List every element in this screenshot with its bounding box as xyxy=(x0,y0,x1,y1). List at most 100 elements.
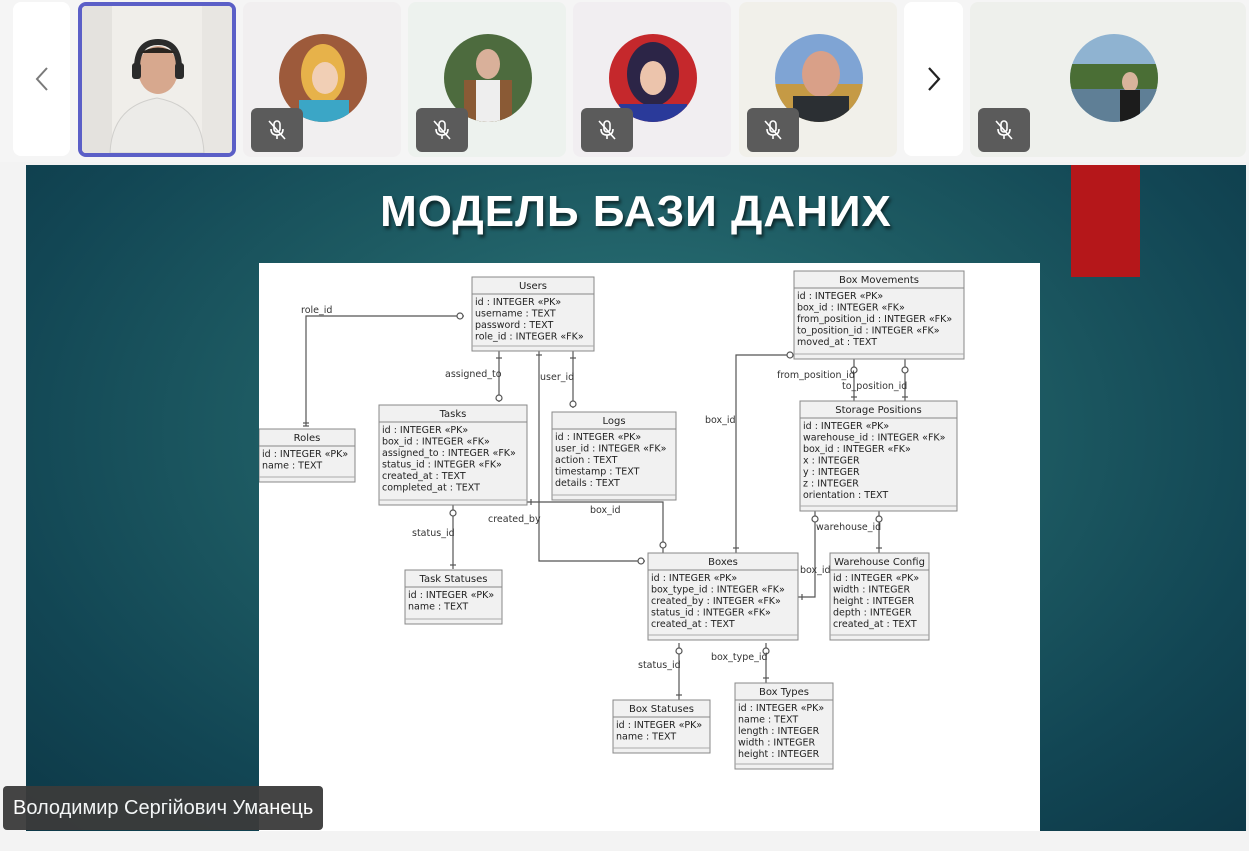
entity-field: warehouse_id : INTEGER «FK» xyxy=(803,433,946,444)
participant-tile-4[interactable] xyxy=(573,2,731,157)
shared-slide: МОДЕЛЬ БАЗИ ДАНИХ xyxy=(26,165,1246,831)
participant-strip xyxy=(0,0,1249,162)
mic-off-icon xyxy=(433,120,451,140)
entity-field: id : INTEGER «PK» xyxy=(382,425,468,436)
edge-label-to-position-id: to_position_id xyxy=(842,381,907,392)
entity-frame xyxy=(647,552,799,641)
entity-title: Roles xyxy=(294,433,321,444)
entity-field: status_id : INTEGER «FK» xyxy=(382,460,502,471)
mute-indicator xyxy=(747,108,799,152)
entity-title: Users xyxy=(519,281,547,292)
entity-title: Box Statuses xyxy=(629,704,694,715)
edge-label-status-id-boxes: status_id xyxy=(638,660,681,671)
entity-field: to_position_id : INTEGER «FK» xyxy=(797,326,940,337)
avatar xyxy=(444,34,532,122)
edge-label-assigned-to: assigned_to xyxy=(445,369,502,380)
entity-field: user_id : INTEGER «FK» xyxy=(555,444,667,455)
entity-frame xyxy=(829,552,930,641)
er-diagram-canvas: role_id assigned_to user_id box_id box_i… xyxy=(258,270,965,770)
participant-tile-5[interactable] xyxy=(739,2,897,157)
mic-off-icon xyxy=(268,120,286,140)
participant-tile-speaker[interactable] xyxy=(78,2,236,157)
entity-frame xyxy=(734,682,834,770)
mic-off-icon xyxy=(598,120,616,140)
mute-indicator xyxy=(251,108,303,152)
entity-field: id : INTEGER «PK» xyxy=(738,703,824,714)
speaker-name-tag: Володимир Сергійович Уманець xyxy=(3,786,324,830)
entity-field: id : INTEGER «PK» xyxy=(797,291,883,302)
entity-title: Box Movements xyxy=(839,275,919,286)
slide-accent-bar xyxy=(1071,165,1140,277)
edge-label-role-id: role_id xyxy=(301,305,332,316)
entity-field: created_at : TEXT xyxy=(382,471,466,482)
entity-title: Boxes xyxy=(708,557,738,568)
entity-field: completed_at : TEXT xyxy=(382,483,480,494)
avatar xyxy=(609,34,697,122)
entity-title: Storage Positions xyxy=(835,405,921,416)
entity-field: box_id : INTEGER «FK» xyxy=(382,437,490,448)
entity-field: from_position_id : INTEGER «FK» xyxy=(797,314,952,325)
chevron-right-icon xyxy=(927,67,940,91)
entity-frame xyxy=(404,569,503,625)
entity-field: id : INTEGER «PK» xyxy=(651,573,737,584)
entity-field: length : INTEGER xyxy=(738,726,820,737)
entity-field: details : TEXT xyxy=(555,478,620,489)
edge-label-from-position-id: from_position_id xyxy=(777,370,855,381)
edge-label-box-id-positions: box_id xyxy=(800,565,831,576)
entity-title: Box Types xyxy=(759,687,809,698)
avatar xyxy=(279,34,367,122)
entity-field: height : INTEGER xyxy=(833,596,915,607)
participant-tile-6[interactable] xyxy=(970,2,1246,157)
er-diagram: role_id assigned_to user_id box_id box_i… xyxy=(258,263,1040,831)
entity-field: username : TEXT xyxy=(475,309,556,320)
next-participants-button[interactable] xyxy=(904,2,963,156)
entity-field: created_by : INTEGER «FK» xyxy=(651,596,781,607)
mute-indicator xyxy=(978,108,1030,152)
entity-field: width : INTEGER xyxy=(738,738,816,749)
entity-title: Task Statuses xyxy=(419,574,488,585)
chevron-left-icon xyxy=(35,67,48,91)
entity-field: id : INTEGER «PK» xyxy=(555,432,641,443)
entity-field: status_id : INTEGER «FK» xyxy=(651,608,771,619)
entity-field: name : TEXT xyxy=(408,602,468,613)
participant-tile-3[interactable] xyxy=(408,2,566,157)
entity-field: created_at : TEXT xyxy=(651,619,735,630)
participant-tile-2[interactable] xyxy=(243,2,401,157)
prev-participants-button[interactable] xyxy=(13,2,70,156)
entity-title: Tasks xyxy=(439,409,467,420)
entity-frame xyxy=(799,400,958,512)
bottom-bar xyxy=(0,831,1249,851)
entity-title: Warehouse Config xyxy=(834,557,925,568)
entity-field: id : INTEGER «PK» xyxy=(803,421,889,432)
entity-frame xyxy=(612,699,711,754)
edge-label-box-id-tasks: box_id xyxy=(590,505,621,516)
edge-label-box-id-movements: box_id xyxy=(705,415,736,426)
entity-box-types: Box Types id : INTEGER «PK»name : TEXTlen… xyxy=(734,682,834,770)
entity-field: id : INTEGER «PK» xyxy=(475,297,561,308)
entity-field: created_at : TEXT xyxy=(833,619,917,630)
entity-field: role_id : INTEGER «FK» xyxy=(475,332,584,343)
entity-field: name : TEXT xyxy=(616,732,676,743)
slide-title: МОДЕЛЬ БАЗИ ДАНИХ xyxy=(380,187,892,236)
mic-off-icon xyxy=(764,120,782,140)
edge-label-user-id: user_id xyxy=(540,372,574,383)
cardinality-markers xyxy=(303,312,909,696)
entity-field: name : TEXT xyxy=(738,715,798,726)
speaker-video xyxy=(82,6,232,153)
entity-storage-positions: Storage Positions id : INTEGER «PK»wareho… xyxy=(799,400,958,512)
mute-indicator xyxy=(416,108,468,152)
entity-field: y : INTEGER xyxy=(803,467,860,478)
edge-label-warehouse-id: warehouse_id xyxy=(816,522,881,533)
mic-off-icon xyxy=(995,120,1013,140)
entity-field: depth : INTEGER xyxy=(833,608,912,619)
edge-labels: role_id assigned_to user_id box_id box_i… xyxy=(301,305,907,671)
avatar xyxy=(1070,34,1158,122)
edge-label-created-by: created_by xyxy=(488,514,541,525)
